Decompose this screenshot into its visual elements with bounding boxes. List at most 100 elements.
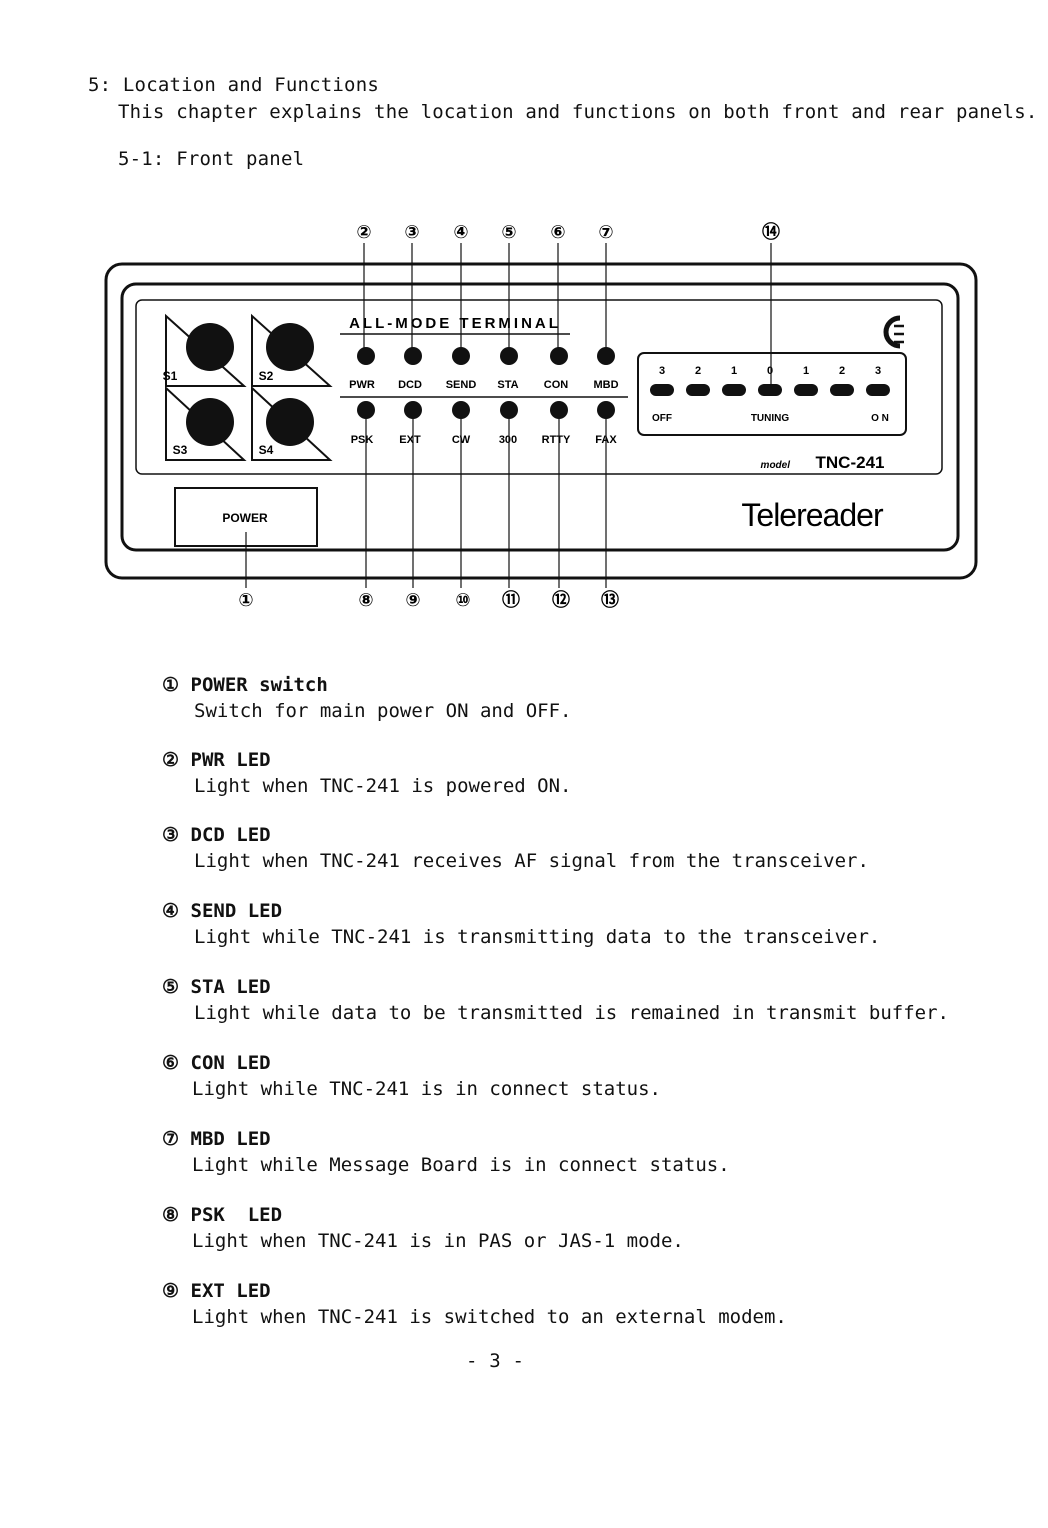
item-desc: Light while TNC-241 is transmitting data… [194,926,881,948]
item-title: DCD LED [190,824,271,846]
led-con [550,347,568,365]
label-rtty: RTTY [542,434,571,446]
list-item: ⑧ PSK LED Light when TNC-241 is in PAS o… [162,1204,949,1280]
list-item: ② PWR LED Light when TNC-241 is powered … [162,749,949,824]
subsection-title: 5-1: Front panel [118,148,305,170]
list-item: ⑥ CON LED Light while TNC-241 is in conn… [162,1052,949,1128]
item-title: STA LED [190,976,271,998]
led-sta [500,347,518,365]
model-name: TNC-241 [816,453,885,472]
tuning-scale-4: 1 [803,365,809,377]
list-item: ⑤ STA LED Light while data to be transmi… [162,976,949,1052]
tuning-scale-0: 3 [659,365,665,377]
label-sta: STA [497,379,518,391]
knob-s3-label: S3 [173,443,188,457]
callout-7: ⑦ [598,222,613,242]
tuning-led [830,384,854,396]
item-desc: Light while Message Board is in connect … [192,1154,730,1176]
list-item: ⑦ MBD LED Light while Message Board is i… [162,1128,949,1204]
tuning-led [686,384,710,396]
tuning-scale-1: 2 [695,365,701,377]
callout-14: ⑭ [762,221,780,242]
list-item: ⑨ EXT LED Light when TNC-241 is switched… [162,1280,949,1356]
callout-10: ⑩ [455,590,470,610]
item-number: ⑦ [162,1128,180,1150]
item-desc: Light while data to be transmitted is re… [194,1002,949,1024]
knob-s1: S1 [163,313,247,387]
item-desc: Switch for main power ON and OFF. [194,700,572,722]
tuning-scale-5: 2 [839,365,845,377]
knob-s2-label: S2 [259,369,274,383]
logo-icon [883,315,904,349]
led-rtty [550,401,568,419]
callout-8: ⑧ [358,590,373,610]
knob-s4-label: S4 [259,443,274,457]
label-con: CON [544,379,569,391]
callout-2: ② [356,222,371,242]
item-title: PWR LED [190,749,271,771]
label-ext: EXT [399,434,421,446]
led-send [452,347,470,365]
item-desc: Light while TNC-241 is in connect status… [192,1078,661,1100]
led-cw [452,401,470,419]
label-dcd: DCD [398,379,422,391]
callout-9: ⑨ [405,590,420,610]
tuning-led [866,384,890,396]
knob-s2: S2 [251,313,333,387]
label-300: 300 [499,434,517,446]
brand-name: Telereader [741,497,884,533]
item-title: POWER switch [190,674,328,696]
led-psk [357,401,375,419]
tuning-scale-2: 1 [731,365,737,377]
led-dcd [404,347,422,365]
led-pwr [357,347,375,365]
callout-6: ⑥ [550,222,565,242]
item-list: ① POWER switch Switch for main power ON … [162,674,949,1356]
knob-s1-label: S1 [163,369,178,383]
section-title: 5: Location and Functions [88,74,379,96]
item-number: ③ [162,824,180,846]
label-mbd: MBD [593,379,618,391]
led-row-top: PWR DCD SEND STA CON MBD [349,347,619,391]
item-number: ⑤ [162,976,180,998]
callout-4: ④ [453,222,468,242]
label-pwr: PWR [349,379,375,391]
panel-face [135,299,943,475]
label-psk: PSK [351,434,374,446]
tuning-off-label: OFF [652,413,672,424]
item-number: ① [162,674,180,696]
label-send: SEND [446,379,477,391]
item-desc: Light when TNC-241 is powered ON. [194,775,572,797]
callout-1: ① [238,590,253,610]
callout-11: ⑪ [502,589,520,610]
item-number: ⑨ [162,1280,180,1302]
item-title: MBD LED [190,1128,271,1150]
item-title: CON LED [190,1052,271,1074]
item-title: SEND LED [190,900,283,922]
callout-12: ⑫ [552,589,570,610]
led-mbd [597,347,615,365]
item-number: ⑥ [162,1052,180,1074]
tuning-led [722,384,746,396]
intro-text: This chapter explains the location and f… [118,101,1038,123]
led-ext [404,401,422,419]
all-mode-terminal-label: ALL-MODE TERMINAL [349,315,561,332]
tuning-scale-3: 0 [767,365,773,377]
item-title: PSK LED [190,1204,283,1226]
callout-3: ③ [404,222,419,242]
panel-inner-frame [120,282,960,552]
item-desc: Light when TNC-241 is switched to an ext… [192,1306,787,1328]
led-row-bottom: PSK EXT CW 300 RTTY FAX [351,401,617,446]
model-prefix: model [761,460,791,471]
tuning-on-label: O N [871,413,889,424]
led-fax [597,401,615,419]
knob-s3: S3 [165,385,247,461]
tuning-label: TUNING [751,413,790,424]
item-desc: Light when TNC-241 receives AF signal fr… [194,850,869,872]
tuning-led [794,384,818,396]
item-number: ② [162,749,180,771]
callout-13: ⑬ [601,589,619,610]
list-item: ③ DCD LED Light when TNC-241 receives AF… [162,824,949,900]
tuning-indicator: 3 2 1 0 1 2 3 OFF TUNING O N [637,352,907,436]
tuning-led [758,384,782,396]
